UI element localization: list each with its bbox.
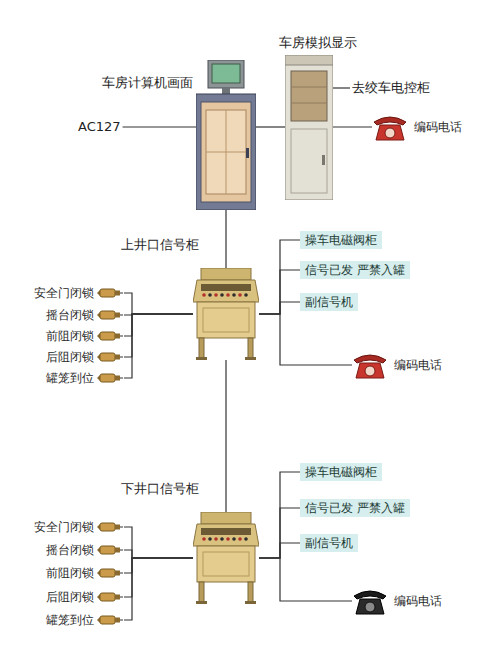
equipment-node: 下井口信号柜	[193, 512, 259, 604]
connector-line	[225, 210, 226, 268]
connector-line	[259, 558, 352, 601]
node-label: 罐笼到位	[46, 612, 94, 628]
phone-icon	[354, 355, 386, 378]
connector-line	[124, 314, 193, 357]
connector-line	[259, 314, 352, 365]
node-label: 后阻闭锁	[46, 349, 94, 365]
equipment-heading: 车房计算机画面	[102, 74, 193, 91]
sensor-node: 安全门闭锁	[32, 519, 124, 535]
equipment-heading: 下井口信号柜	[121, 480, 199, 497]
sensor-node: 罐笼到位	[44, 370, 124, 386]
node-label: 前阻闭锁	[46, 565, 94, 581]
sensor-node: 罐笼到位	[44, 612, 124, 628]
signal-console	[193, 512, 259, 604]
sensor-icon	[97, 289, 123, 297]
connector-line	[259, 472, 300, 558]
connector-line	[124, 314, 193, 336]
sensor-icon	[97, 332, 123, 340]
node-label: 摇台闭锁	[46, 542, 94, 558]
sensor-icon	[97, 311, 123, 319]
node-label: 罐笼到位	[46, 370, 94, 386]
sensor-icon	[97, 374, 123, 382]
text-node: 去绞车电控柜	[350, 79, 432, 97]
device-node: 副信号机	[300, 534, 358, 552]
device-node: 信号已发 严禁入罐	[300, 261, 410, 279]
node-label: 副信号机	[305, 294, 353, 310]
node-label: 摇台闭锁	[46, 307, 94, 323]
node-label: 后阻闭锁	[46, 589, 94, 605]
connector-line	[259, 543, 300, 558]
sensor-node: 后阻闭锁	[44, 349, 124, 365]
equipment-heading: 车房模拟显示	[279, 34, 357, 51]
phone-node: 编码电话	[352, 586, 444, 616]
phone-icon	[374, 117, 406, 140]
connector-line	[124, 527, 193, 558]
node-label: 前阻闭锁	[46, 328, 94, 344]
equipment-heading: 上井口信号柜	[121, 236, 199, 253]
computer-cabinet	[196, 60, 256, 210]
connector-line	[123, 126, 196, 127]
node-label: 信号已发 严禁入罐	[305, 500, 405, 516]
connector-line	[333, 126, 372, 127]
connector-line	[124, 314, 193, 378]
connector-line	[259, 240, 300, 314]
sensor-node: 后阻闭锁	[44, 589, 124, 605]
sensor-node: 安全门闭锁	[32, 285, 124, 301]
node-label: 编码电话	[394, 350, 442, 380]
phone-node: 编码电话	[372, 112, 464, 142]
equipment-node: 车房模拟显示	[285, 55, 333, 200]
sensor-icon	[97, 523, 123, 531]
equipment-node: 上井口信号柜	[193, 268, 259, 360]
device-node: 信号已发 严禁入罐	[300, 499, 410, 517]
node-label: 编码电话	[414, 112, 462, 142]
connector-line	[124, 550, 193, 558]
connector-line	[124, 558, 193, 597]
sensor-node: 摇台闭锁	[44, 542, 124, 558]
node-label: 编码电话	[394, 586, 442, 616]
sensor-icon	[97, 546, 123, 554]
connector-line	[256, 126, 285, 127]
signal-console	[193, 268, 259, 360]
node-label: 操车电磁阀柜	[305, 464, 377, 480]
connector-line	[124, 558, 193, 620]
connector-line	[333, 87, 350, 88]
node-label: 副信号机	[305, 535, 353, 551]
sensor-node: 前阻闭锁	[44, 328, 124, 344]
sensor-node: 摇台闭锁	[44, 307, 124, 323]
node-label: AC127	[78, 119, 121, 135]
phone-icon	[354, 591, 386, 614]
device-node: 副信号机	[300, 293, 358, 311]
connector-line	[124, 293, 193, 314]
node-label: 信号已发 严禁入罐	[305, 262, 405, 278]
connector-line	[225, 360, 226, 512]
sensor-node: 前阻闭锁	[44, 565, 124, 581]
sensor-icon	[97, 353, 123, 361]
device-node: 操车电磁阀柜	[300, 231, 382, 249]
device-node: 操车电磁阀柜	[300, 463, 382, 481]
display-cabinet	[285, 55, 333, 200]
phone-node: 编码电话	[352, 350, 444, 380]
text-node: AC127	[76, 118, 123, 136]
connector-line	[259, 302, 300, 314]
node-label: 去绞车电控柜	[352, 80, 430, 96]
connector-line	[259, 508, 300, 558]
sensor-icon	[97, 616, 123, 624]
node-label: 安全门闭锁	[34, 519, 94, 535]
connector-line	[124, 558, 193, 573]
node-label: 安全门闭锁	[34, 285, 94, 301]
equipment-node: 车房计算机画面	[196, 60, 256, 210]
connector-line	[259, 270, 300, 314]
sensor-icon	[97, 593, 123, 601]
node-label: 操车电磁阀柜	[305, 232, 377, 248]
sensor-icon	[97, 569, 123, 577]
